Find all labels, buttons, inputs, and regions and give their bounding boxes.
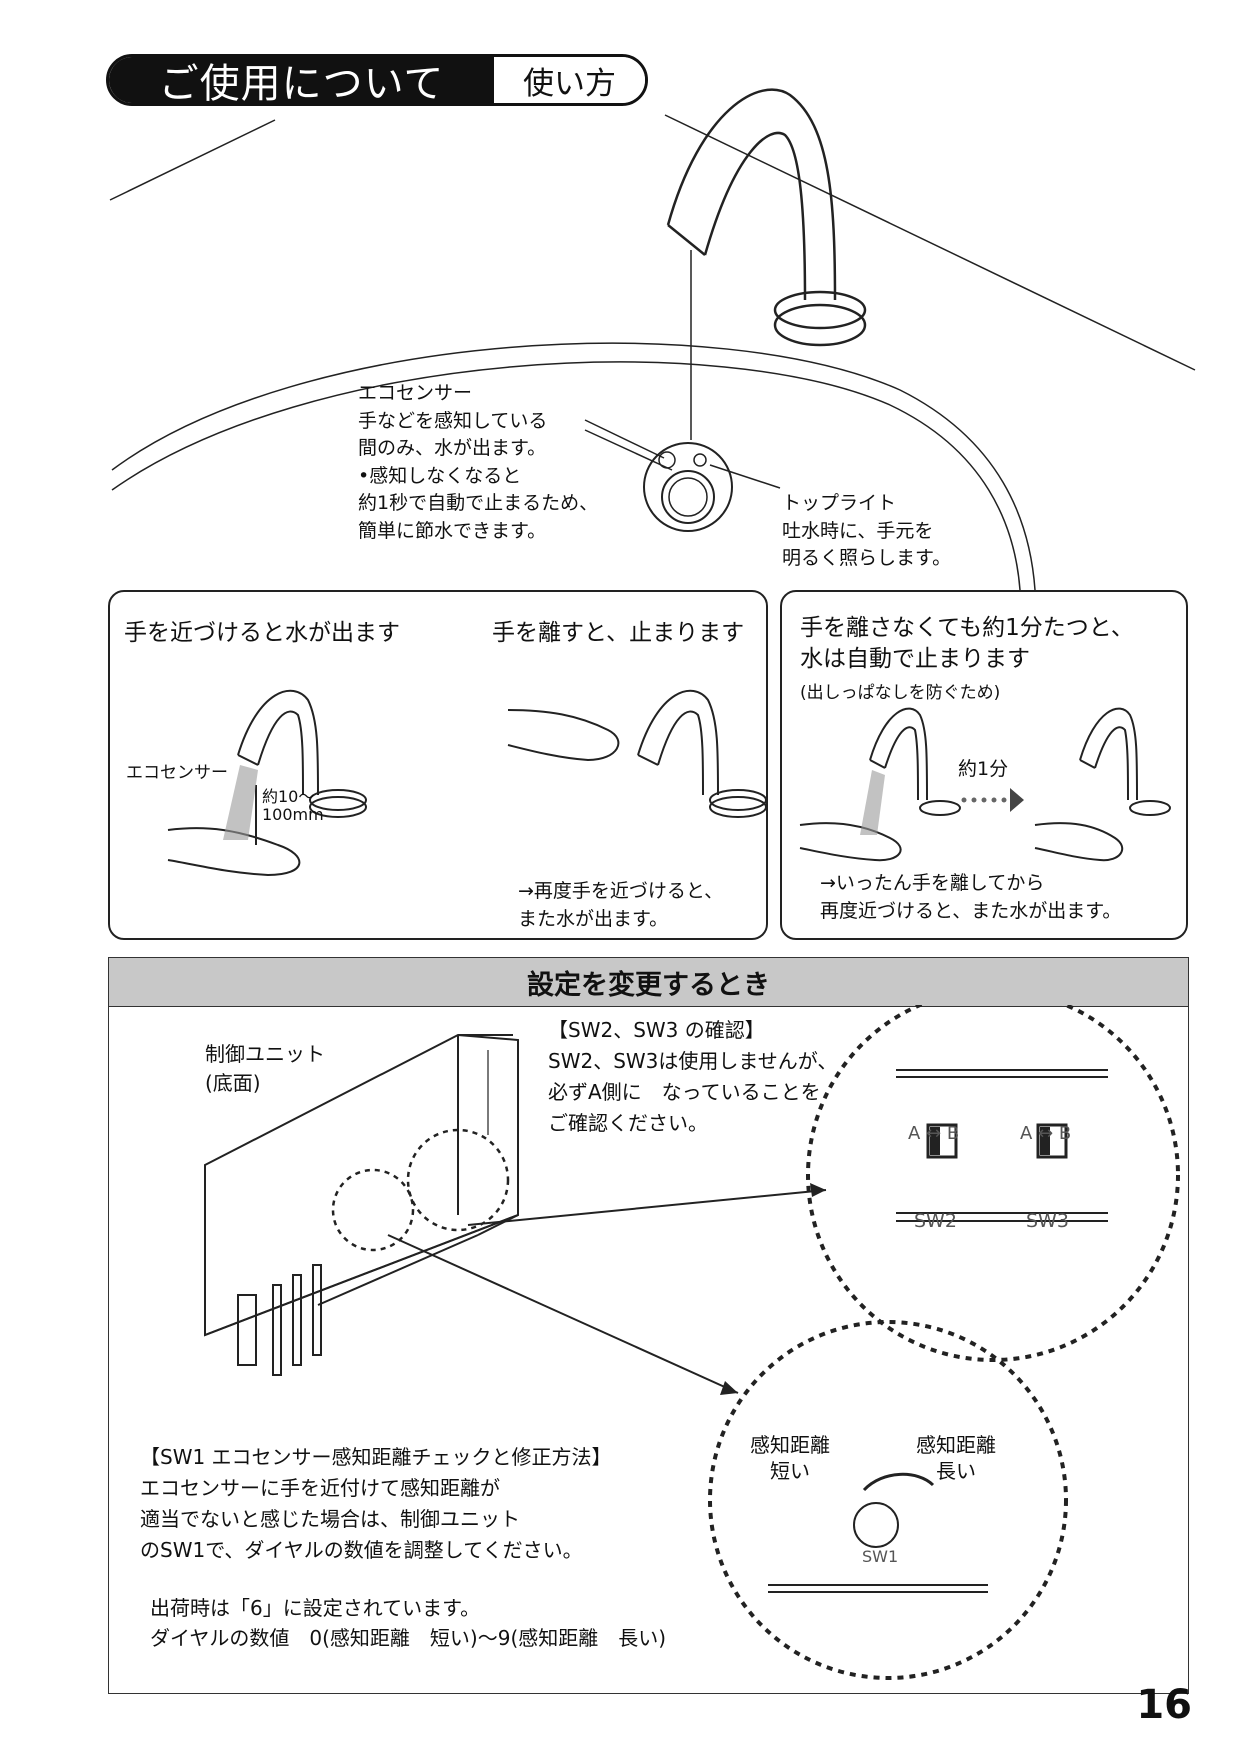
note-remove-hand: →いったん手を離してから 再度近づけると、また水が出ます。 — [820, 872, 1122, 922]
section-subtitle: 使い方 — [494, 57, 645, 103]
sw1-label: SW1 — [862, 1547, 899, 1566]
top-light-callout: トップライト 吐水時に、手元を 明るく照らします。 — [782, 492, 952, 570]
sw2-ab-label: A ↔ B — [908, 1123, 960, 1144]
faucet-basin-illustration — [109, 88, 1196, 591]
heading-auto-stop: 手を離さなくても約1分たつと、 水は自動で止まります — [800, 615, 1134, 673]
sw2-sw3-instructions: 【SW2、SW3 の確認】 SW2、SW3は使用しませんが、 必ずA側に なって… — [548, 1018, 838, 1135]
note-re-approach: →再度手を近づけると、 また水が出ます。 — [518, 880, 724, 930]
section-header: ご使用について 使い方 — [106, 54, 648, 106]
factory-setting-note: 出荷時は「6」に設定されています。 — [150, 1596, 481, 1620]
eco-sensor-callout: エコセンサー 手などを感知している 間のみ、水が出ます。 •感知しなくなると 約… — [358, 382, 599, 542]
one-minute-label: 約1分 — [958, 758, 1009, 780]
one-minute-illustration — [799, 707, 1171, 862]
dial-range-note: ダイヤルの数値 0(感知距離 短い)～9(感知距離 長い) — [150, 1626, 667, 1650]
sw3-ab-label: A ↔ B — [1020, 1123, 1072, 1144]
section-title: ご使用について — [109, 57, 494, 103]
sw3-label: SW3 — [1026, 1210, 1069, 1232]
settings-section: 設定を変更するとき — [108, 957, 1189, 1694]
distance-label: 約10～ 100mm — [262, 787, 324, 824]
control-unit-label: 制御ユニット (底面) — [205, 1042, 325, 1095]
control-unit-diagram — [204, 1005, 1180, 1680]
usage-panel-right — [780, 590, 1188, 940]
sw1-instructions: 【SW1 エコセンサー感知距離チェックと修正方法】 エコセンサーに手を近付けて感… — [140, 1445, 612, 1562]
settings-title: 設定を変更するとき — [109, 958, 1188, 1007]
distance-long-label: 感知距離 長い — [916, 1433, 996, 1483]
sw2-label: SW2 — [914, 1210, 957, 1232]
heading-hand-away: 手を離すと、止まります — [492, 620, 745, 646]
heading-hand-approach: 手を近づけると水が出ます — [124, 620, 400, 646]
usage-panel-left — [108, 590, 768, 940]
hand-faucet-illustrations — [167, 689, 767, 877]
auto-stop-reason: (出しっぱなしを防ぐため) — [800, 683, 1001, 703]
distance-short-label: 感知距離 短い — [750, 1433, 830, 1483]
sensor-label: エコセンサー — [126, 763, 228, 783]
page-number: 16 — [1136, 1682, 1192, 1728]
